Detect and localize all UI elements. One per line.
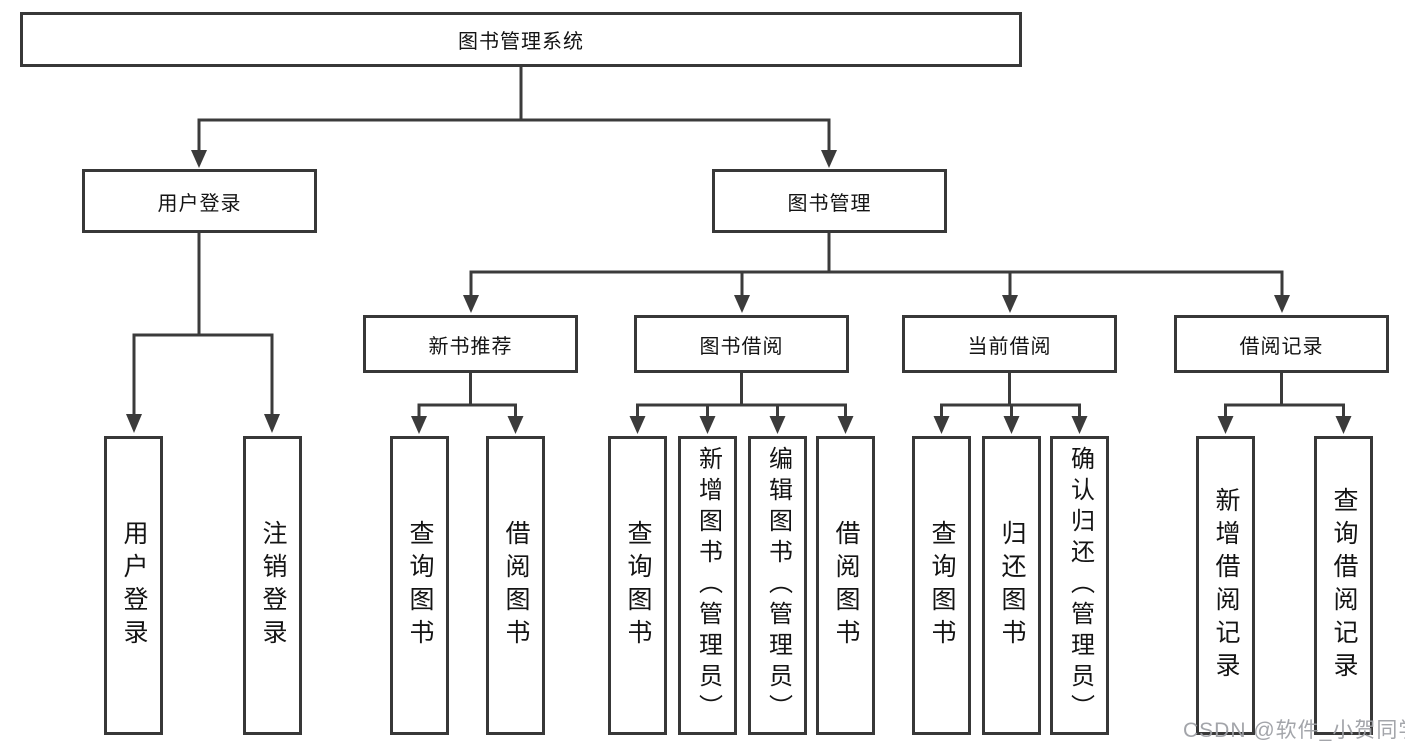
node-book-management: 图书管理 xyxy=(712,169,947,233)
node-root: 图书管理系统 xyxy=(20,12,1022,67)
leaf-borrow-add-books-admin: 新增图书（管理员） xyxy=(678,436,737,735)
leaf-current-query-books-label: 查询图书 xyxy=(928,519,956,652)
leaf-borrow-query-books: 查询图书 xyxy=(608,436,667,735)
leaf-newbook-query-books: 查询图书 xyxy=(390,436,449,735)
leaf-borrow-edit-books-admin-label: 编辑图书（管理员） xyxy=(764,446,792,725)
node-borrow-record-label: 借阅记录 xyxy=(1239,335,1324,358)
node-book-borrow: 图书借阅 xyxy=(634,315,849,373)
leaf-record-query-borrow-record: 查询借阅记录 xyxy=(1314,436,1373,735)
node-book-management-label: 图书管理 xyxy=(787,192,872,215)
leaf-newbook-borrow-books-label: 借阅图书 xyxy=(502,519,530,652)
leaf-record-add-borrow-record: 新增借阅记录 xyxy=(1196,436,1255,735)
leaf-current-return-books-label: 归还图书 xyxy=(998,519,1026,652)
leaf-record-query-borrow-record-label: 查询借阅记录 xyxy=(1330,486,1358,685)
leaf-user-login: 用户登录 xyxy=(104,436,163,735)
leaf-logout-label: 注销登录 xyxy=(259,519,287,652)
leaf-record-add-borrow-record-label: 新增借阅记录 xyxy=(1212,486,1240,685)
node-current-borrow: 当前借阅 xyxy=(902,315,1117,373)
csdn-watermark: CSDN @软件_小贺同学 xyxy=(1183,719,1405,742)
node-new-book-recommend: 新书推荐 xyxy=(363,315,578,373)
leaf-borrow-query-books-label: 查询图书 xyxy=(624,519,652,652)
leaf-borrow-borrow-books: 借阅图书 xyxy=(816,436,875,735)
node-user-login-label: 用户登录 xyxy=(157,192,242,215)
leaf-user-login-label: 用户登录 xyxy=(120,519,148,652)
leaf-borrow-add-books-admin-label: 新增图书（管理员） xyxy=(694,446,722,725)
leaf-current-confirm-return-admin-label: 确认归还（管理员） xyxy=(1066,446,1094,725)
leaf-current-confirm-return-admin: 确认归还（管理员） xyxy=(1050,436,1109,735)
leaf-newbook-borrow-books: 借阅图书 xyxy=(486,436,545,735)
leaf-current-return-books: 归还图书 xyxy=(982,436,1041,735)
node-book-borrow-label: 图书借阅 xyxy=(699,335,784,358)
node-current-borrow-label: 当前借阅 xyxy=(967,335,1052,358)
node-user-login: 用户登录 xyxy=(82,169,317,233)
leaf-current-query-books: 查询图书 xyxy=(912,436,971,735)
node-root-label: 图书管理系统 xyxy=(458,31,584,53)
leaf-newbook-query-books-label: 查询图书 xyxy=(406,519,434,652)
leaf-borrow-borrow-books-label: 借阅图书 xyxy=(832,519,860,652)
leaf-borrow-edit-books-admin: 编辑图书（管理员） xyxy=(748,436,807,735)
leaf-logout: 注销登录 xyxy=(243,436,302,735)
node-new-book-recommend-label: 新书推荐 xyxy=(428,335,513,358)
node-borrow-record: 借阅记录 xyxy=(1174,315,1389,373)
